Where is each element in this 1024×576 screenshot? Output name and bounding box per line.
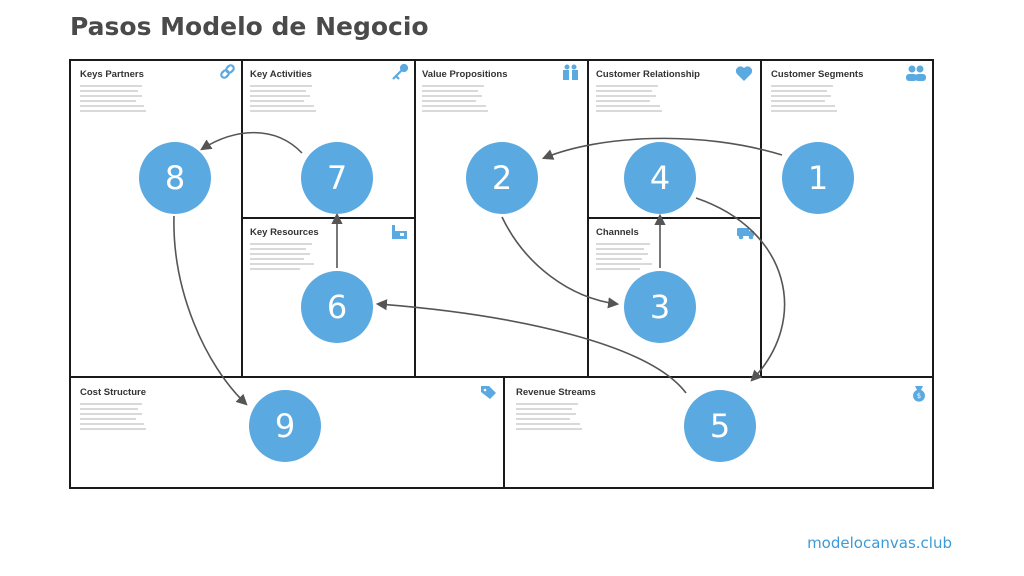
truck-icon [737, 228, 754, 240]
arrow-8-to-9 [173, 215, 248, 406]
arrow-4-to-5 [695, 197, 786, 382]
customer-relationship-title: Customer Relationship [596, 69, 700, 80]
arrow-7-to-8 [200, 131, 303, 154]
step-3-number: 3 [650, 288, 670, 326]
svg-text:$: $ [917, 392, 921, 400]
step-2-number: 2 [492, 159, 512, 197]
cost-structure-title: Cost Structure [80, 387, 146, 398]
step-7: 7 [301, 142, 373, 214]
step-5: 5 [684, 390, 756, 462]
users-icon [906, 65, 926, 81]
link-icon [220, 64, 235, 79]
arrow-1-to-2 [541, 137, 783, 160]
step-arrows [173, 131, 786, 406]
step-3: 3 [624, 271, 696, 343]
step-4-number: 4 [650, 159, 670, 197]
footer-site-label: modelocanvas.club [807, 534, 952, 552]
page-title: Pasos Modelo de Negocio [70, 12, 429, 41]
canvas-grid [69, 59, 934, 489]
step-8: 8 [139, 142, 211, 214]
gift-icon [563, 64, 578, 80]
key-activities-title: Key Activities [250, 69, 312, 80]
arrow-2-to-3 [501, 216, 620, 309]
step-8-number: 8 [165, 159, 185, 197]
step-5-number: 5 [710, 407, 730, 445]
step-9: 9 [249, 390, 321, 462]
channels-title: Channels [596, 227, 639, 238]
step-1: 1 [782, 142, 854, 214]
money-bag-icon: $ [913, 386, 926, 402]
customer-segments-title: Customer Segments [771, 69, 863, 80]
step-6-number: 6 [327, 288, 347, 326]
key-resources-title: Key Resources [250, 227, 319, 238]
step-4: 4 [624, 142, 696, 214]
key-icon [392, 63, 409, 80]
step-1-number: 1 [808, 159, 828, 197]
step-2: 2 [466, 142, 538, 214]
step-7-number: 7 [327, 159, 347, 197]
factory-icon [392, 225, 407, 239]
tag-icon [481, 386, 496, 399]
step-9-number: 9 [275, 407, 295, 445]
heart-icon [735, 66, 753, 81]
value-propositions-title: Value Propositions [422, 69, 508, 80]
step-6: 6 [301, 271, 373, 343]
key-partners-title: Keys Partners [80, 69, 144, 80]
revenue-streams-title: Revenue Streams [516, 387, 596, 398]
placeholder-lines [80, 85, 837, 430]
arrow-5-to-6 [375, 299, 687, 394]
